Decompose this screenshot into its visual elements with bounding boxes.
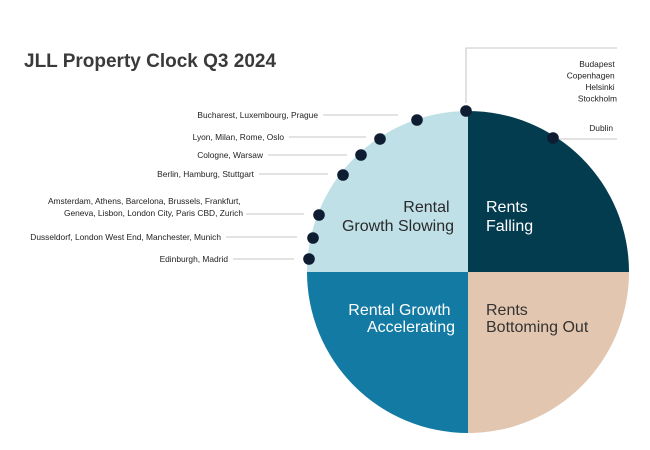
leader-lines — [226, 47, 617, 260]
quadrant-rental-growth-slowing — [307, 111, 468, 272]
market-label-dublin: Dublin — [589, 123, 613, 133]
market-markers — [303, 105, 559, 265]
market-label-dusseldorf: Dusseldorf, London West End, Manchester,… — [30, 232, 221, 242]
market-label-amsterdam: Amsterdam, Athens, Barcelona, Brussels, … — [48, 196, 243, 218]
label-rents-falling: Rents Falling — [486, 199, 533, 235]
leader-dublin — [552, 132, 617, 140]
market-label-berlin: Berlin, Hamburg, Stuttgart — [157, 169, 254, 179]
marker-dusseldorf-group — [307, 232, 319, 244]
quadrant-rents-falling — [468, 111, 629, 272]
label-rents-bottoming-out: Rents Bottoming Out — [486, 302, 589, 336]
chart-title: JLL Property Clock Q3 2024 — [24, 51, 276, 72]
market-label-lyon: Lyon, Milan, Rome, Oslo — [193, 132, 285, 142]
label-rental-growth-accelerating: Rental Growth Accelerating — [348, 302, 455, 336]
marker-edinburgh-madrid — [303, 253, 315, 265]
marker-budapest-copenhagen-helsinki-stockholm — [460, 105, 472, 117]
market-label-bucharest: Bucharest, Luxembourg, Prague — [197, 110, 318, 120]
marker-cologne-warsaw — [355, 149, 367, 161]
marker-berlin-hamburg-stuttgart — [337, 169, 349, 181]
market-labels: Budapest Copenhagen Helsinki Stockholm D… — [30, 59, 617, 264]
quadrant-rental-growth-accelerating — [307, 272, 468, 433]
marker-lyon-milan-rome-oslo — [374, 133, 386, 145]
market-label-cologne: Cologne, Warsaw — [197, 150, 264, 160]
market-label-edinburgh: Edinburgh, Madrid — [160, 254, 229, 264]
marker-bucharest-luxembourg-prague — [411, 114, 423, 126]
marker-amsterdam-group — [313, 209, 325, 221]
marker-dublin — [547, 132, 559, 144]
label-rental-growth-slowing: Rental Growth Slowing — [342, 199, 454, 235]
leader-nordics — [465, 47, 617, 103]
quadrant-rents-bottoming-out — [468, 272, 629, 433]
market-label-nordics: Budapest Copenhagen Helsinki Stockholm — [567, 59, 617, 104]
